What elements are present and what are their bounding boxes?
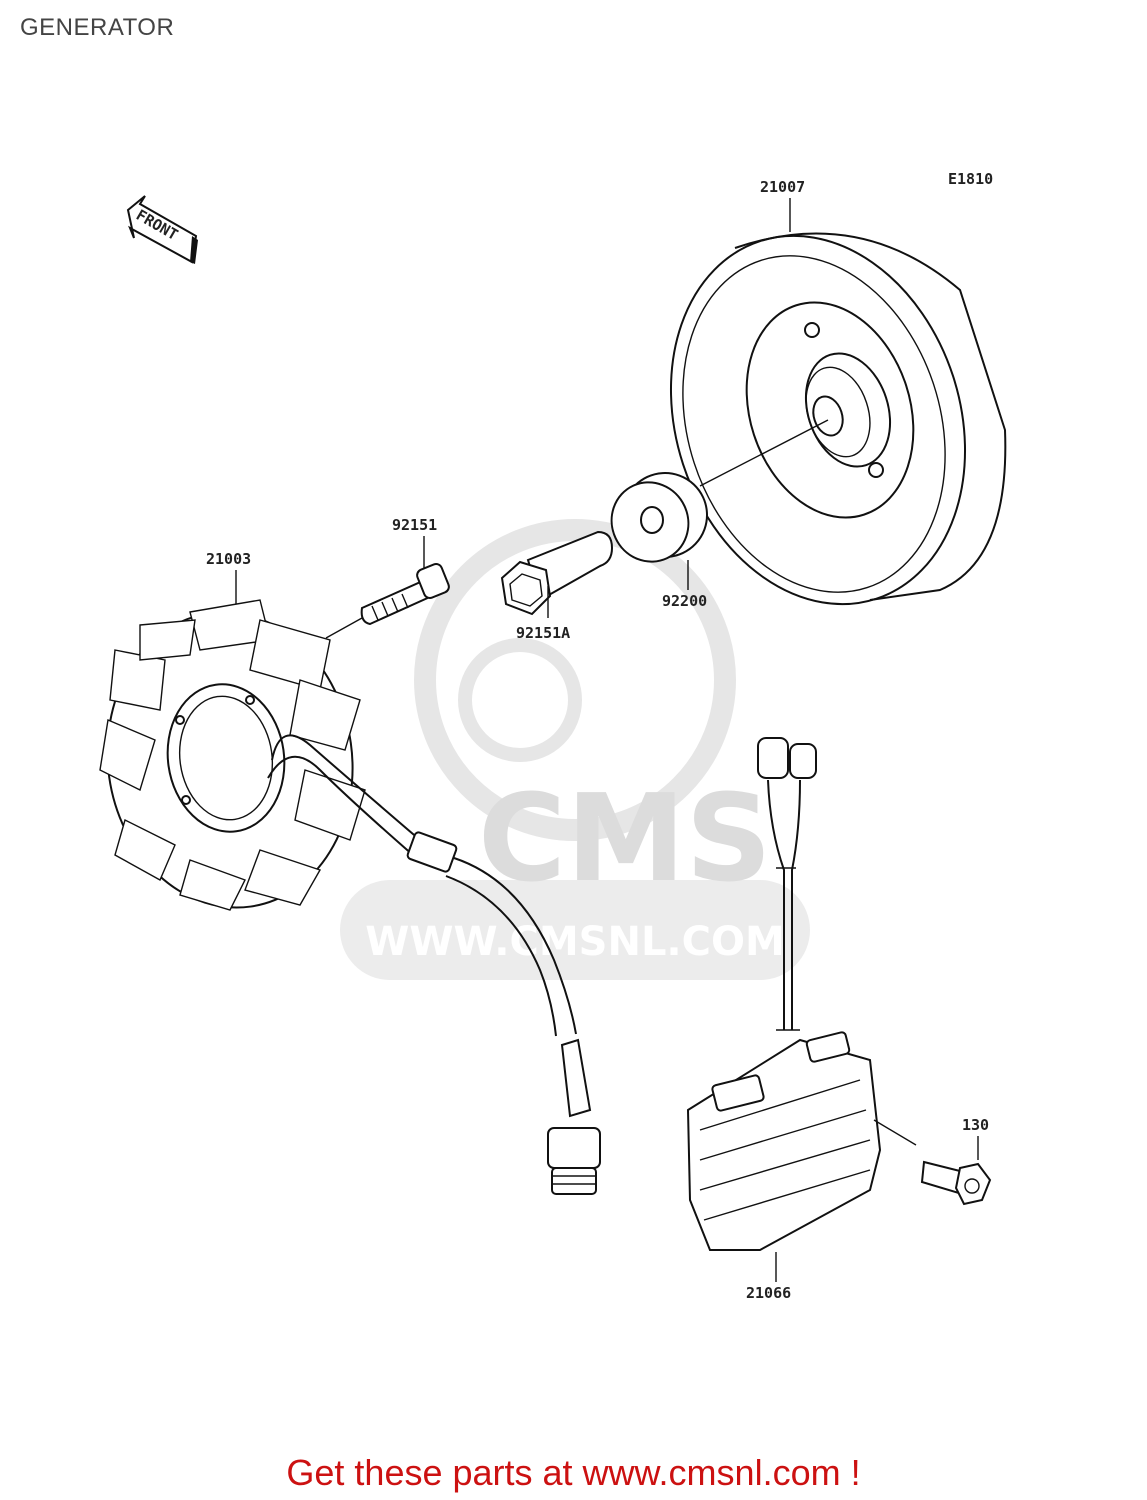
part-label-92200: 92200 bbox=[662, 560, 707, 610]
regulator-rectifier bbox=[686, 737, 917, 1251]
svg-text:130: 130 bbox=[962, 1116, 989, 1134]
front-arrow: FRONT bbox=[126, 195, 198, 264]
part-label-92151a: 92151A bbox=[516, 624, 570, 642]
bolt-92151a bbox=[500, 530, 614, 618]
svg-text:92151A: 92151A bbox=[516, 624, 570, 642]
svg-text:92200: 92200 bbox=[662, 592, 707, 610]
collar bbox=[610, 472, 708, 563]
part-label-21066: 21066 bbox=[746, 1252, 791, 1302]
svg-text:21003: 21003 bbox=[206, 550, 251, 568]
part-label-21007: 21007 bbox=[760, 178, 805, 232]
footer-link-text[interactable]: Get these parts at www.cmsnl.com ! bbox=[286, 1452, 861, 1493]
svg-text:92151: 92151 bbox=[392, 516, 437, 534]
flywheel-rotor bbox=[669, 232, 1007, 606]
svg-text:21066: 21066 bbox=[746, 1284, 791, 1302]
part-label-130: 130 bbox=[962, 1116, 989, 1160]
svg-text:21007: 21007 bbox=[760, 178, 805, 196]
page-title: GENERATOR bbox=[20, 14, 175, 41]
watermark: CMS WWW.CMSNL.COM bbox=[340, 519, 810, 980]
diagram-code: E1810 bbox=[948, 170, 993, 188]
part-label-21003: 21003 bbox=[206, 550, 251, 604]
bolt-92151 bbox=[325, 563, 450, 639]
watermark-url: WWW.CMSNL.COM bbox=[365, 919, 785, 965]
stator bbox=[99, 599, 601, 1195]
bolt-130 bbox=[920, 1160, 992, 1206]
part-label-92151: 92151 bbox=[392, 516, 437, 568]
watermark-brand: CMS bbox=[478, 770, 772, 909]
